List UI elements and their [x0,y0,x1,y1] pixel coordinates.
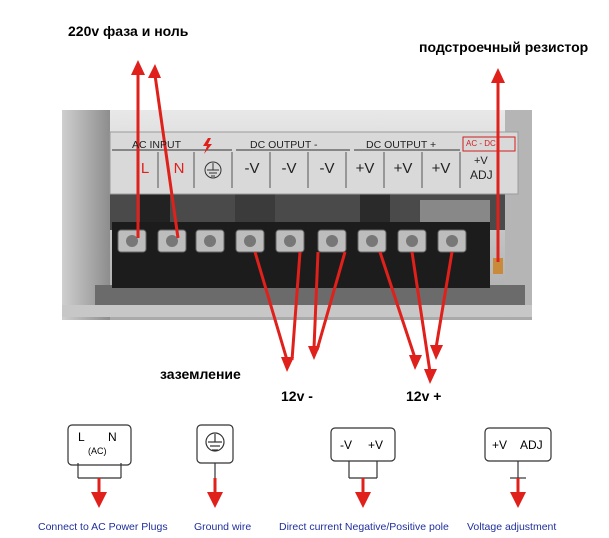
phase-neutral-label: 220v фаза и ноль [68,23,189,39]
legend-dc: Direct current Negative/Positive pole [279,521,449,533]
adj-bottom-label: ADJ [470,168,493,182]
terminal-label-plus-3: +V [431,160,451,177]
dc-symbol-minus: -V [340,438,352,452]
legend-ac: Connect to AC Power Plugs [38,521,168,533]
wire-arrows [136,70,500,373]
adj-top-label: +V [474,155,488,167]
trimmer-label: подстроечный резистор [419,39,589,55]
ac-symbol-l: L [78,430,85,444]
panel-ground-icon [204,161,222,179]
terminal-label-l: L [140,160,150,177]
lightning-icon [203,138,212,154]
ac-input-label: AC INPUT [132,139,182,151]
arrow-heads [131,60,505,384]
adj-symbol-text: ADJ [520,438,543,452]
terminal-label-minus-2: -V [281,160,297,177]
ac-dc-badge: AC - DC [466,139,496,148]
v-plus-label: 12v + [406,388,442,404]
bottom-symbols [67,424,552,493]
legend-adj: Voltage adjustment [467,521,557,533]
ac-symbol-sub: (AC) [88,446,107,456]
trimmer-knob [493,258,503,274]
dc-symbol-plus: +V [368,438,384,452]
terminal-label-plus-2: +V [393,160,413,177]
v-minus-label: 12v - [281,388,313,404]
adj-symbol-plus: +V [492,438,508,452]
dc-output-minus-label: DC OUTPUT - [250,139,318,151]
terminal-label-plus-1: +V [355,160,375,177]
terminal-label-minus-3: -V [319,160,335,177]
dc-output-plus-label: DC OUTPUT + [366,139,437,151]
label-panel [109,131,519,195]
ac-symbol-n: N [108,430,117,444]
ground-label: заземление [160,366,241,382]
terminal-label-minus-1: -V [244,160,260,177]
terminal-block [112,222,503,288]
terminal-label-n: N [173,160,185,177]
legend-ground: Ground wire [194,521,252,533]
